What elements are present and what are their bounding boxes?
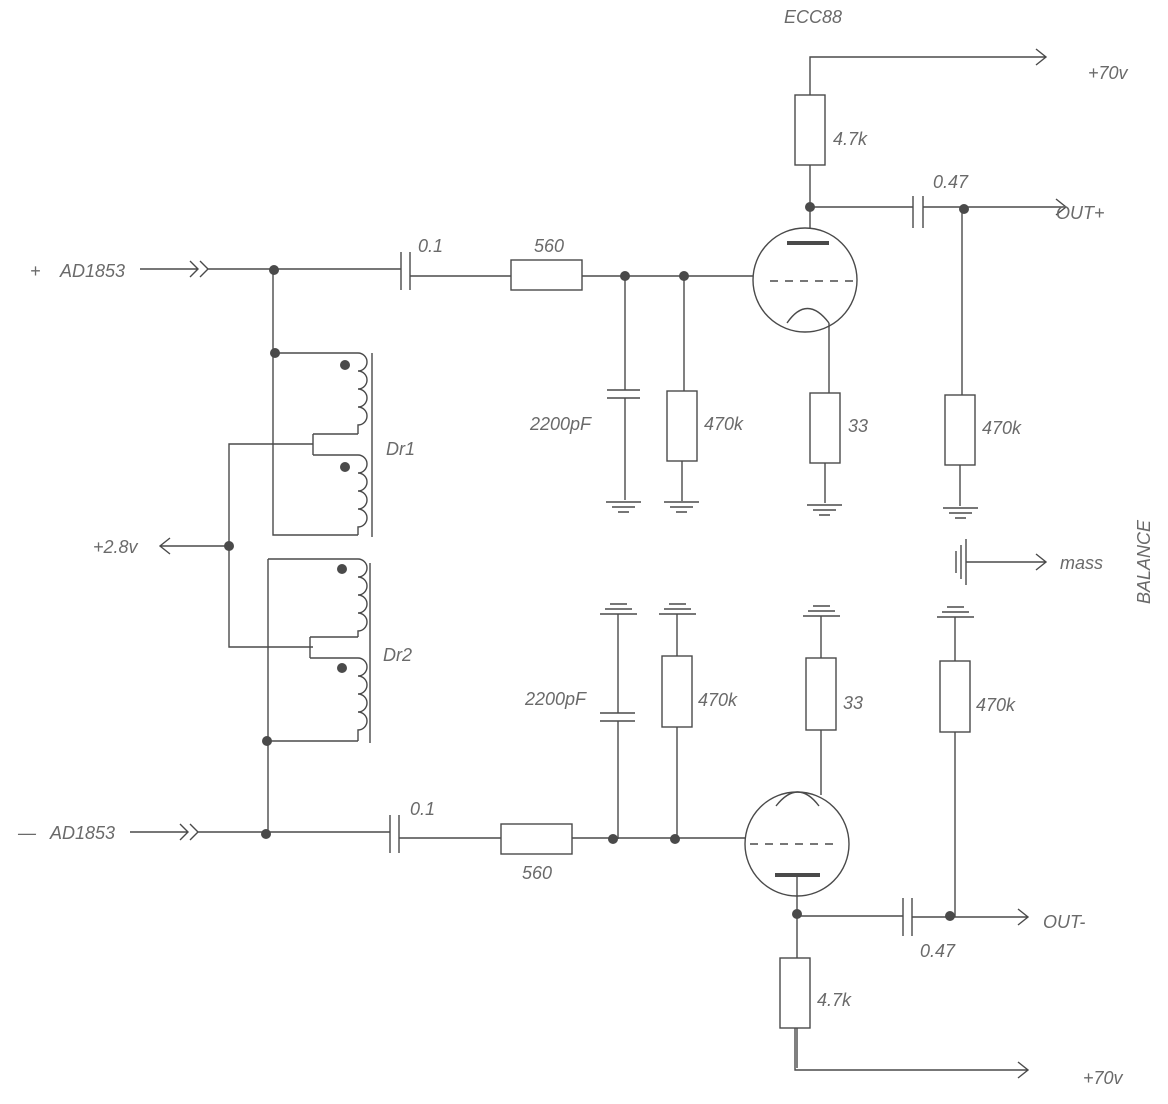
filter-capacitor-bottom-value: 2200pF xyxy=(524,689,587,709)
load-resistor-top xyxy=(943,394,978,519)
output-positive-label: OUT+ xyxy=(1056,203,1105,223)
choke-wiring xyxy=(224,270,358,832)
balance-label: BALANCE xyxy=(1134,519,1154,604)
bias-label: +2.8v xyxy=(93,537,139,557)
bias-arrow xyxy=(158,537,229,555)
load-resistor-bottom xyxy=(937,606,974,917)
plate-resistor-bottom-value: 4.7k xyxy=(817,990,852,1010)
input-positive-label: AD1853 xyxy=(59,261,125,281)
input-resistor-top-value: 560 xyxy=(534,236,564,256)
output-coupling-bottom xyxy=(792,875,1030,1068)
choke-1-label: Dr1 xyxy=(386,439,415,459)
input-capacitor-top-value: 0.1 xyxy=(418,236,443,256)
input-negative-label: AD1853 xyxy=(49,823,115,843)
supply-top xyxy=(809,48,1048,95)
plate-resistor-top xyxy=(794,94,826,242)
input-resistor-bottom-value: 560 xyxy=(522,863,552,883)
mass-ground xyxy=(955,539,1048,585)
filter-capacitor-top-value: 2200pF xyxy=(529,414,592,434)
input-capacitor-bottom-value: 0.1 xyxy=(410,799,435,819)
output-negative-label: OUT- xyxy=(1043,912,1085,932)
plate-resistor-bottom xyxy=(779,957,1030,1079)
supply-top-label: +70v xyxy=(1088,63,1129,83)
grid-resistor-bottom-value: 470k xyxy=(698,690,738,710)
filter-capacitor-top xyxy=(606,276,641,513)
cathode-resistor-bottom xyxy=(803,605,840,795)
cathode-resistor-bottom-value: 33 xyxy=(843,693,863,713)
output-coupling-top xyxy=(805,196,1068,395)
grid-resistor-bottom xyxy=(659,603,696,839)
choke-2-label: Dr2 xyxy=(383,645,412,665)
filter-capacitor-bottom xyxy=(600,603,637,839)
cathode-resistor-top-value: 33 xyxy=(848,416,868,436)
tube-top xyxy=(752,227,858,393)
load-resistor-top-value: 470k xyxy=(982,418,1022,438)
output-capacitor-bottom-value: 0.47 xyxy=(920,941,956,961)
choke-1 xyxy=(340,352,373,537)
plate-resistor-top-value: 4.7k xyxy=(833,129,868,149)
grid-resistor-top-value: 470k xyxy=(704,414,744,434)
mass-label: mass xyxy=(1060,553,1103,573)
grid-resistor-top xyxy=(664,276,699,513)
input-positive-sign: + xyxy=(30,261,41,281)
input-bottom-wiring xyxy=(130,815,745,855)
output-capacitor-top-value: 0.47 xyxy=(933,172,969,192)
input-negative-sign: — xyxy=(17,823,37,843)
supply-bottom-label: +70v xyxy=(1083,1068,1124,1088)
tube-label: ECC88 xyxy=(784,7,842,27)
choke-2 xyxy=(337,558,371,743)
load-resistor-bottom-value: 470k xyxy=(976,695,1016,715)
cathode-resistor-top xyxy=(807,392,842,516)
input-top-wiring xyxy=(140,252,755,291)
